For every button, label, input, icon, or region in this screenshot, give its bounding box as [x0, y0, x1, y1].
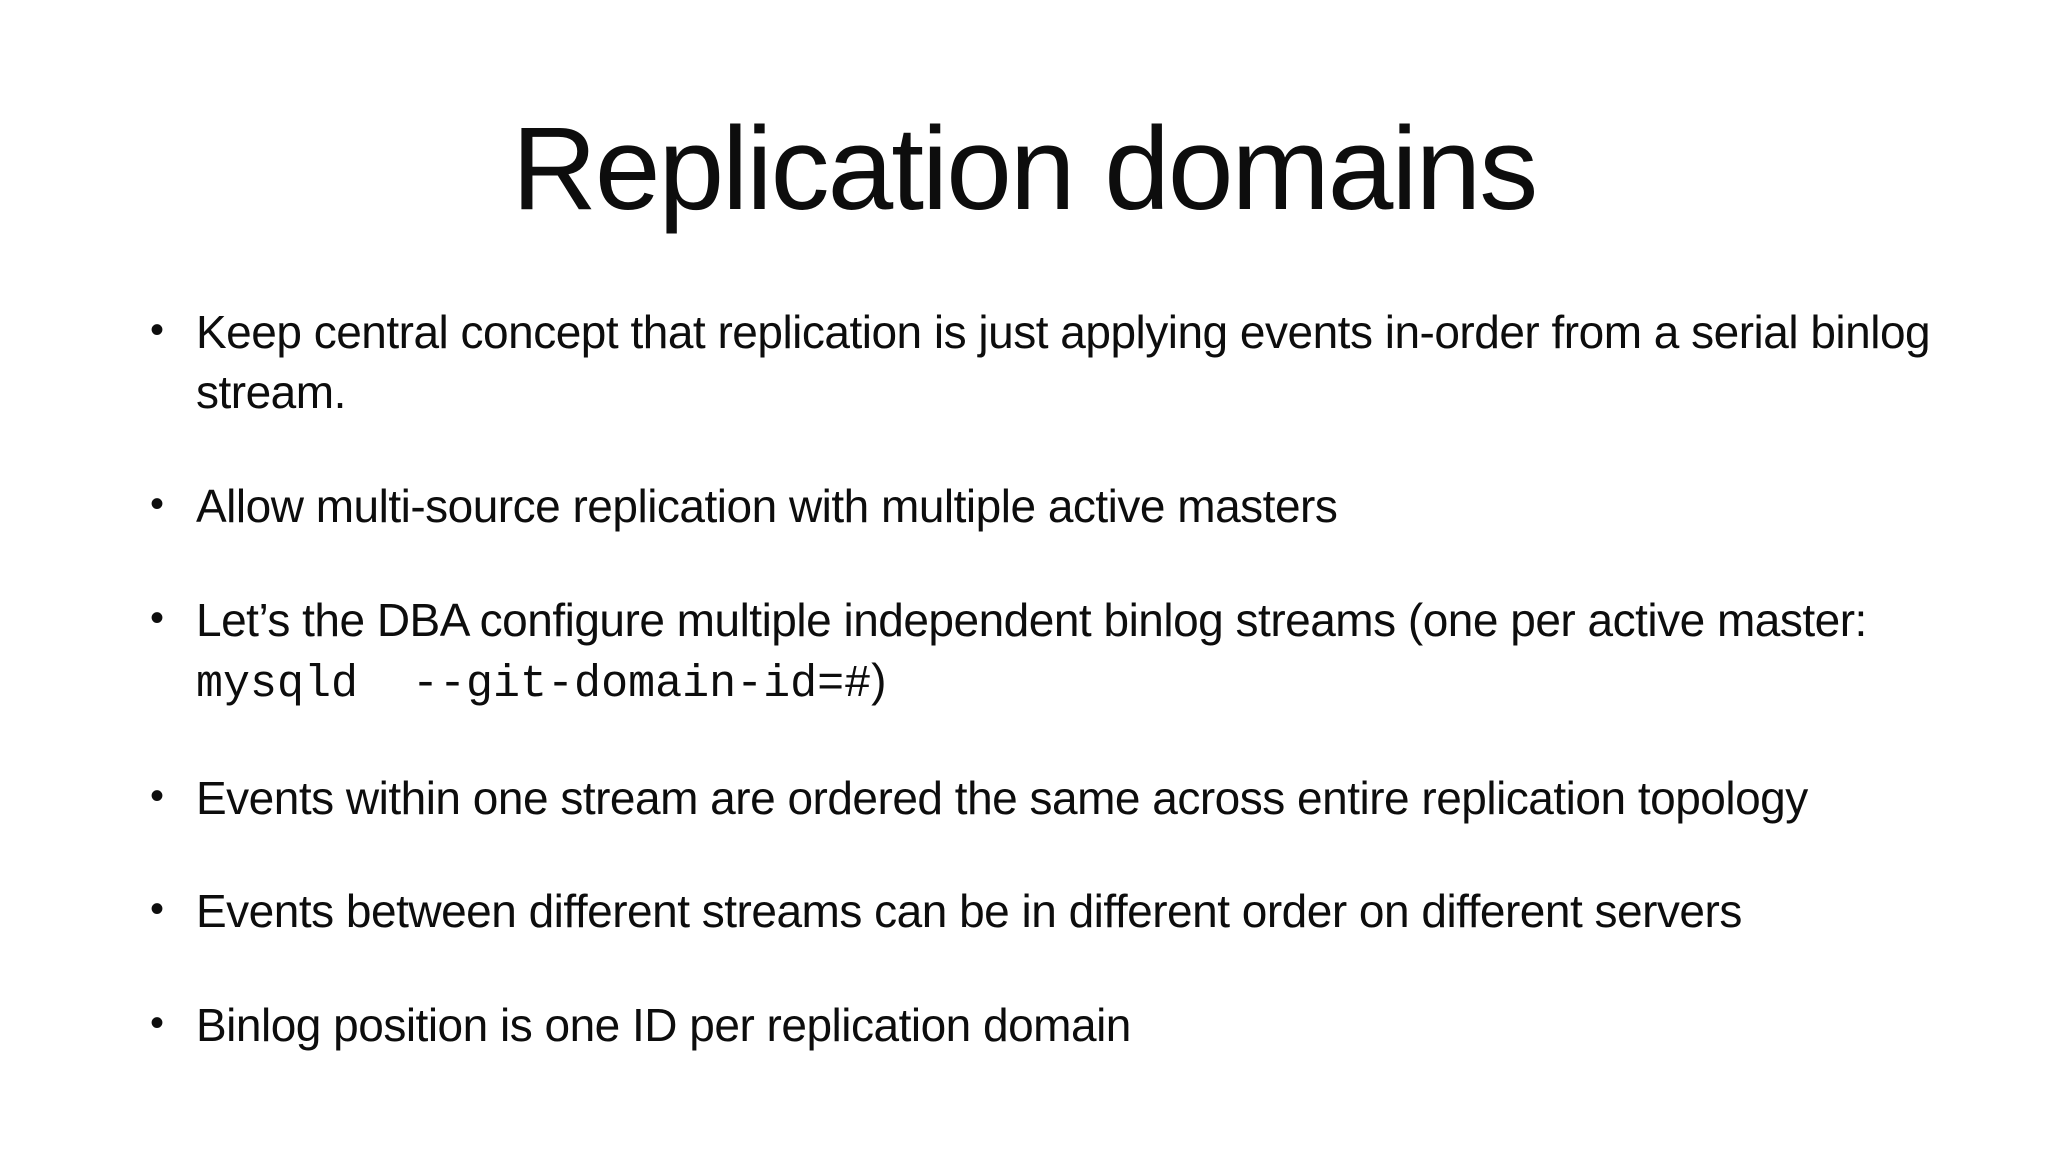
bullet-dot-icon: • — [150, 773, 164, 818]
bullet-text: Keep central concept that replication is… — [196, 305, 1931, 419]
bullet-text: Events between different streams can be … — [196, 885, 1742, 938]
bullet-text: Let’s the DBA configure multiple indepen… — [196, 593, 1867, 646]
bullet-item-dba-configure: • Let’s the DBA configure multiple indep… — [150, 590, 1988, 715]
bullet-dot-icon: • — [150, 481, 164, 526]
bullet-dot-icon: • — [150, 595, 164, 640]
bullet-list: • Keep central concept that replication … — [150, 302, 1988, 1056]
bullet-text: Allow multi-source replication with mult… — [196, 479, 1338, 532]
bullet-text: Binlog position is one ID per replicatio… — [196, 999, 1131, 1052]
bullet-item-multi-source: • Allow multi-source replication with mu… — [150, 476, 1988, 537]
bullet-item-different-order: • Events between different streams can b… — [150, 881, 1988, 942]
bullet-dot-icon: • — [150, 887, 164, 932]
bullet-item-ordered-same: • Events within one stream are ordered t… — [150, 768, 1988, 829]
bullet-text: ) — [871, 654, 886, 707]
slide-title: Replication domains — [511, 103, 1539, 235]
bullet-item-keep-central-concept: • Keep central concept that replication … — [150, 302, 1988, 423]
bullet-dot-icon: • — [150, 1001, 164, 1046]
bullet-dot-icon: • — [150, 307, 164, 352]
inline-code-mysqld-flag: mysqld --git-domain-id=# — [196, 659, 872, 711]
bullet-text: Events within one stream are ordered the… — [196, 771, 1808, 824]
bullet-item-binlog-position: • Binlog position is one ID per replicat… — [150, 995, 1988, 1056]
